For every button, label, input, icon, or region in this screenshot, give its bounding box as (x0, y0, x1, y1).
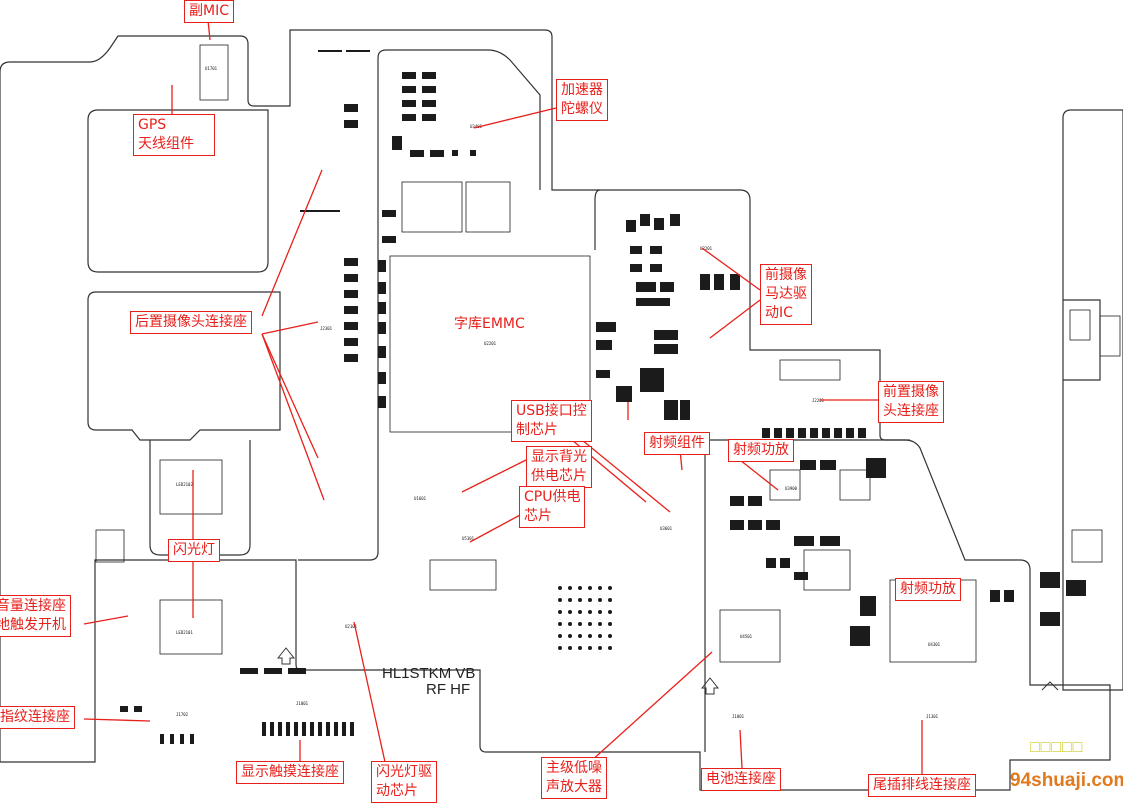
label-sub-mic-text: 副MIC (189, 3, 229, 19)
code-front-motor-ic: U2201 (700, 246, 713, 251)
label-usb-line1: USB接口控 (516, 403, 587, 419)
label-lna-line2: 声放大器 (546, 779, 602, 795)
label-battery-connector: 电池连接座 (701, 768, 781, 791)
label-volume-line1: 音量连接座 (0, 598, 66, 614)
label-front-motor-line1: 前摄像 (765, 267, 807, 283)
watermark-blocks: □□□□□ (1030, 739, 1084, 756)
label-accel-line1: 加速器 (561, 82, 603, 98)
code-usb: U3601 (660, 526, 673, 531)
label-front-motor-line3: 动IC (765, 305, 793, 321)
label-backlight-line1: 显示背光 (531, 449, 587, 465)
label-flash: 闪光灯 (168, 539, 220, 562)
label-gps-line1: GPS (138, 117, 167, 133)
label-rf-pa-1-text: 射频功放 (733, 442, 789, 458)
label-cpu-power-line1: CPU供电 (524, 489, 581, 505)
code-battery-conn: J1801 (732, 714, 745, 719)
label-rf-pa-2-text: 射频功放 (900, 581, 956, 597)
label-cpu-power-line2: 芯片 (524, 508, 552, 524)
label-touch-display-connector: 显示触摸连接座 (236, 761, 344, 784)
label-backlight-line2: 供电芯片 (531, 468, 587, 484)
label-front-camera-motor-ic: 前摄像 马达驱 动IC (760, 264, 812, 325)
label-flash-driver-line1: 闪光灯驱 (376, 764, 432, 780)
label-battery-text: 电池连接座 (706, 771, 776, 787)
code-fingerprint-conn: J1702 (176, 712, 189, 717)
board-model-line2: RF HF (426, 681, 471, 698)
label-gps-line2: 天线组件 (138, 136, 194, 152)
code-flash-driver: U2101 (345, 624, 358, 629)
components-layer (95, 44, 1121, 663)
label-front-camera-line2: 头连接座 (883, 403, 939, 419)
leader-lines (83, 19, 923, 775)
label-usb-controller: USB接口控 制芯片 (511, 400, 592, 442)
label-flash-driver-line2: 动芯片 (376, 783, 418, 799)
label-emmc-text: 字库EMMC (454, 316, 525, 332)
label-rear-camera-connector: 后置摄像头连接座 (130, 311, 252, 334)
code-pa-area: U3900 (785, 486, 798, 491)
watermark-site: 94shuaji.com (1010, 770, 1123, 791)
label-fingerprint-connector: 指纹连接座 (0, 706, 75, 729)
label-tail-plug-connector: 尾插排线连接座 (868, 774, 976, 797)
label-rf-pa-2: 射频功放 (895, 578, 961, 601)
label-usb-line2: 制芯片 (516, 422, 558, 438)
label-rf-module: 射频组件 (644, 432, 710, 455)
label-emmc: 字库EMMC (449, 313, 530, 336)
label-front-motor-line2: 马达驱 (765, 286, 807, 302)
label-sub-mic: 副MIC (184, 0, 234, 23)
code-rf-pa: U4301 (928, 642, 941, 647)
board-model-line1: HL1STKM VB (382, 665, 476, 682)
code-lna: U4501 (740, 634, 753, 639)
code-front-cam-conn: J2201 (812, 398, 825, 403)
label-lna: 主级低噪 声放大器 (541, 757, 607, 799)
label-cpu-power: CPU供电 芯片 (519, 486, 586, 528)
label-gps-antenna: GPS 天线组件 (133, 114, 215, 156)
board-codes: U2201 U4301 U3900 LED2102 LED2101 J1702 … (176, 66, 941, 719)
label-rf-pa-1: 射频功放 (728, 439, 794, 462)
code-tail-conn: J1301 (926, 714, 939, 719)
code-backlight: U1601 (414, 496, 427, 501)
code-gyro: U3401 (470, 124, 483, 129)
board-arrows (276, 647, 1059, 695)
code-flash-led-bottom: LED2101 (176, 630, 193, 635)
label-front-camera-line1: 前置摄像 (883, 384, 939, 400)
label-volume-connector: 音量连接座 地触发开机 (0, 595, 71, 637)
code-emmc: U2201 (484, 341, 497, 346)
code-cpu-power: U5301 (462, 536, 475, 541)
code-rear-cam-conn: J2301 (320, 326, 333, 331)
label-rear-camera-text: 后置摄像头连接座 (135, 314, 247, 330)
small-parts-layer (120, 50, 1086, 744)
label-accelerometer-gyro: 加速器 陀螺仪 (556, 79, 608, 121)
label-fingerprint-text: 指纹连接座 (0, 709, 70, 725)
label-rf-module-text: 射频组件 (649, 435, 705, 451)
label-backlight-power: 显示背光 供电芯片 (526, 446, 592, 488)
code-mic-chip: U1701 (205, 66, 218, 71)
label-flash-driver: 闪光灯驱 动芯片 (371, 761, 437, 803)
code-flash-led-top: LED2102 (176, 482, 193, 487)
label-flash-text: 闪光灯 (173, 542, 215, 558)
label-lna-line1: 主级低噪 (546, 760, 602, 776)
label-touch-display-text: 显示触摸连接座 (241, 764, 339, 780)
label-accel-line2: 陀螺仪 (561, 101, 603, 117)
label-front-camera-connector: 前置摄像 头连接座 (878, 381, 944, 423)
code-touch-conn: J1001 (296, 701, 309, 706)
label-volume-line2: 地触发开机 (0, 617, 66, 633)
label-tail-plug-text: 尾插排线连接座 (873, 777, 971, 793)
